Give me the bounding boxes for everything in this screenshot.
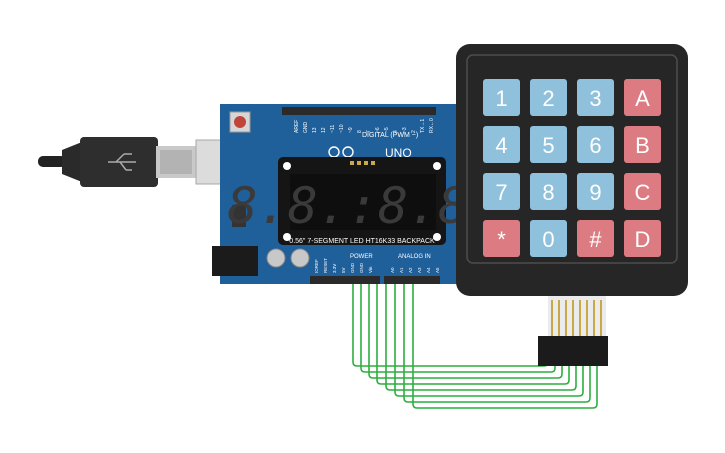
header-pin-label: 4 [393, 130, 399, 133]
power-pin-label: 3.3V [332, 264, 337, 273]
key-label: D [635, 227, 651, 252]
header-pin-label: AREF [294, 120, 300, 133]
key-label: 5 [542, 133, 554, 158]
digital-header [282, 107, 436, 115]
key-label: 9 [589, 180, 601, 205]
key-c[interactable]: C [624, 173, 661, 210]
power-pin-label: GND [350, 262, 355, 273]
header-pin-label: ~3 [402, 127, 408, 133]
mount-hole [433, 162, 441, 170]
key-6[interactable]: 6 [577, 126, 614, 163]
header-pin-label: 13 [312, 127, 318, 133]
header-pin-label: 2 [411, 130, 417, 133]
capacitor [290, 248, 310, 268]
analog-pin-labels: A0 A1 A2 A3 A4 A5 [390, 267, 440, 273]
keypad-keys: 1 2 3 A 4 5 6 B 7 8 9 C * 0 # D [483, 79, 661, 257]
key-label: 4 [495, 133, 507, 158]
i2c-pins [350, 161, 375, 165]
jumper-wire [385, 245, 577, 391]
analog-pin-label: A1 [399, 267, 404, 273]
jumper-wire [394, 245, 584, 397]
key-4[interactable]: 4 [483, 126, 520, 163]
voltage-regulator [232, 205, 246, 227]
key-star[interactable]: * [483, 220, 520, 257]
board-logo: UNO [385, 146, 412, 160]
usb-icon [108, 153, 136, 171]
header-pin-label: ~9 [348, 127, 354, 133]
power-pin-label: GND [359, 262, 364, 273]
jumper-wire [368, 245, 563, 379]
header-pin-label: 12 [321, 127, 327, 133]
keypad[interactable]: 1 2 3 A 4 5 6 B 7 8 9 C * 0 # D [456, 44, 688, 366]
key-5[interactable]: 5 [530, 126, 567, 163]
key-b[interactable]: B [624, 126, 661, 163]
key-label: B [635, 133, 650, 158]
analog-label: ANALOG IN [398, 254, 431, 260]
key-label: 6 [589, 133, 601, 158]
key-2[interactable]: 2 [530, 79, 567, 116]
key-label: # [589, 227, 602, 252]
analog-pin-label: A3 [417, 267, 422, 273]
header-pin-label: ~5 [384, 127, 390, 133]
power-pin-labels: IOREF RESET 3.3V 5V GND GND Vin [314, 258, 373, 273]
power-pin-label: 5V [341, 267, 346, 273]
key-label: 3 [589, 86, 601, 111]
usb-cable [38, 137, 243, 187]
key-hash[interactable]: # [577, 220, 614, 257]
analog-header [384, 276, 440, 284]
header-pin-label: 7 [366, 130, 372, 133]
digital-label: DIGITAL (PWM ~) [362, 132, 418, 139]
header-pin-label: 8 [357, 130, 363, 133]
jumper-wire [376, 245, 570, 385]
capacitor [266, 248, 286, 268]
power-pin-label: RESET [323, 258, 328, 273]
key-a[interactable]: A [624, 79, 661, 116]
key-label: * [497, 227, 506, 252]
key-label: 7 [495, 180, 507, 205]
header-pin-label: RX←0 [429, 118, 435, 133]
key-1[interactable]: 1 [483, 79, 520, 116]
jumper-wire [403, 245, 591, 403]
key-7[interactable]: 7 [483, 173, 520, 210]
header-pin-label: ~10 [339, 124, 345, 133]
mount-hole [433, 233, 441, 241]
key-9[interactable]: 9 [577, 173, 614, 210]
key-0[interactable]: 0 [530, 220, 567, 257]
header-pin-label: GND [303, 122, 309, 134]
header-pin-label: TX→1 [420, 119, 426, 133]
analog-pin-label: A4 [426, 267, 431, 273]
header-pin-label: ~6 [375, 127, 381, 133]
jumper-wire [360, 245, 556, 373]
keypad-ribbon [538, 296, 608, 366]
mount-hole [283, 162, 291, 170]
power-label: POWER [350, 254, 373, 260]
reset-button[interactable] [229, 111, 251, 133]
mount-hole [283, 233, 291, 241]
key-3[interactable]: 3 [577, 79, 614, 116]
power-header [310, 276, 380, 284]
key-label: 1 [495, 86, 507, 111]
analog-pin-label: A2 [408, 267, 413, 273]
analog-pin-label: A0 [390, 267, 395, 273]
keypad-connector [538, 336, 608, 366]
key-label: 0 [542, 227, 554, 252]
seven-segment-display[interactable]: 8.8.:8.8. 0.56" 7-SEGMENT LED HT16K33 BA… [228, 157, 499, 245]
key-label: 8 [542, 180, 554, 205]
key-label: 2 [542, 86, 554, 111]
power-pin-label: Vin [368, 266, 373, 273]
power-pin-label: IOREF [314, 259, 319, 273]
display-digits: 8.8.:8.8. [228, 177, 499, 235]
key-label: C [635, 180, 651, 205]
jumper-wire [412, 245, 598, 409]
analog-pin-label: A5 [435, 267, 440, 273]
header-pin-label: ~11 [330, 125, 336, 133]
power-jack [212, 246, 258, 276]
key-d[interactable]: D [624, 220, 661, 257]
key-8[interactable]: 8 [530, 173, 567, 210]
key-label: A [635, 86, 650, 111]
display-label: 0.56" 7-SEGMENT LED HT16K33 BACKPACK [289, 238, 435, 245]
